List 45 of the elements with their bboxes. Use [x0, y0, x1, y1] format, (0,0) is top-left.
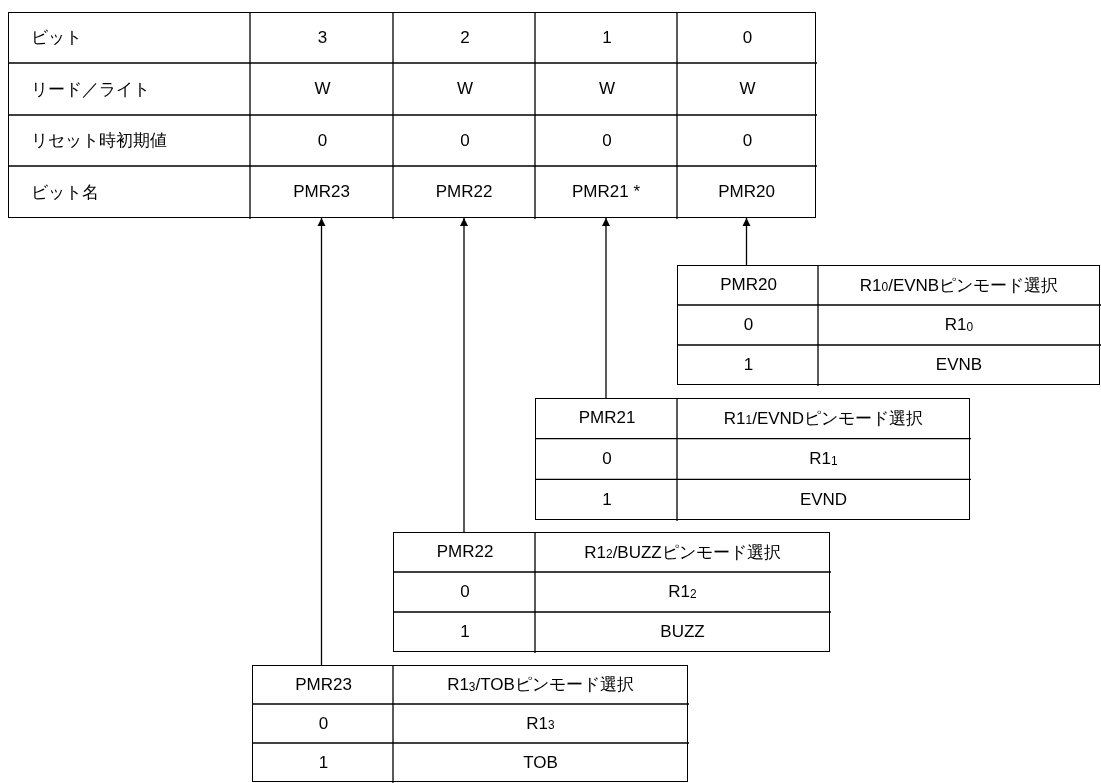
- cell-value: 2: [460, 27, 470, 48]
- setting-value: 1: [460, 622, 470, 642]
- arrow: [742, 217, 751, 266]
- cell-value: 0: [742, 130, 753, 151]
- setting-value: 1: [743, 355, 754, 375]
- mode-table: [252, 665, 688, 782]
- mode-table: [535, 398, 970, 520]
- setting-value: 0: [602, 449, 612, 469]
- bit-name: PMR21: [578, 408, 636, 429]
- row-header: リード／ライト: [31, 78, 150, 101]
- cell-value: W: [314, 79, 331, 99]
- cell-value: 0: [317, 130, 328, 151]
- cell-value: W: [456, 79, 473, 99]
- bit-name-cell: PMR20: [678, 167, 815, 216]
- setting-value: 0: [318, 713, 329, 734]
- bit-name-cell: PMR22: [394, 167, 534, 216]
- arrow: [317, 217, 326, 666]
- mode-value: BUZZ: [660, 622, 705, 642]
- bit-name: PMR23: [295, 674, 352, 695]
- arrow: [460, 217, 468, 533]
- cell-value: W: [598, 79, 615, 99]
- row-header: ビット: [31, 27, 82, 49]
- row-header: ビット名: [31, 181, 99, 204]
- bit-name: PMR20: [720, 275, 777, 295]
- cell-value: 3: [317, 27, 328, 48]
- mode-value: EVNB: [935, 355, 983, 375]
- setting-value: 0: [460, 582, 470, 602]
- mode-table: [677, 265, 1100, 385]
- row-header: リセット時初期値: [31, 130, 167, 152]
- setting-value: 1: [602, 489, 612, 510]
- arrow: [602, 217, 610, 399]
- cell-value: 0: [742, 27, 753, 48]
- cell-value: 0: [460, 130, 470, 151]
- mode-value: EVND: [799, 489, 848, 510]
- bit-name-cell: PMR23: [251, 167, 392, 216]
- setting-value: 1: [318, 752, 329, 773]
- bit-name: PMR22: [436, 542, 494, 562]
- cell-value: 0: [602, 130, 612, 151]
- cell-value: 1: [602, 27, 612, 48]
- register-table: [8, 12, 816, 218]
- bit-name-cell: PMR21 *: [536, 167, 676, 216]
- mode-table: [393, 532, 830, 652]
- cell-value: W: [739, 79, 756, 99]
- mode-value: TOB: [523, 752, 558, 773]
- setting-value: 0: [743, 315, 754, 335]
